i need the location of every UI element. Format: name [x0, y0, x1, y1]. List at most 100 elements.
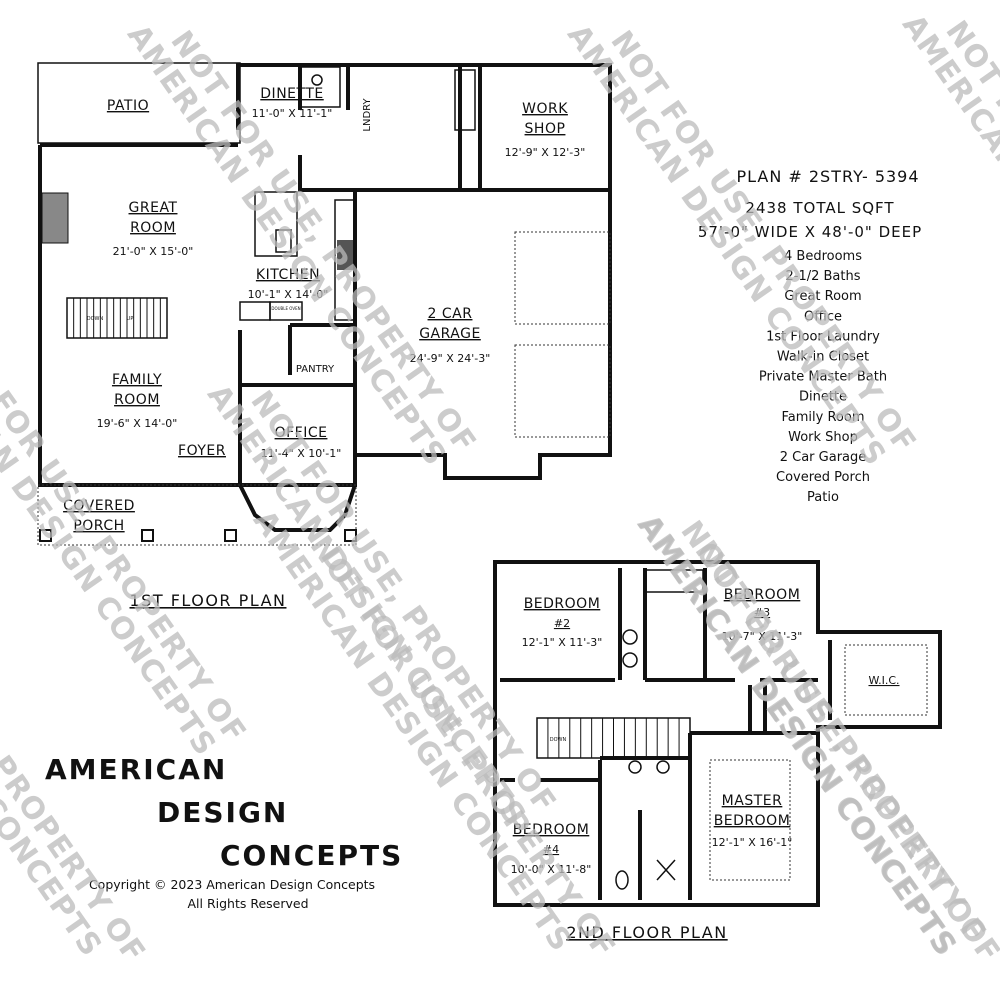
stair-down-label: DOWN	[87, 316, 104, 322]
room-size-garage: 24'-9" X 24'-3"	[410, 352, 491, 365]
feature-item: Great Room	[784, 289, 861, 304]
room-label-dinette: DINETTE	[260, 86, 323, 102]
feature-item: Patio	[807, 490, 839, 505]
plan-number: PLAN # 2STRY- 5394	[736, 167, 919, 186]
svg-text:AMERICAN DESIGN CONCEPTS: AMERICAN DESIGN CONCEPTS	[631, 509, 964, 963]
room-label-covered-porch-2: PORCH	[73, 518, 124, 534]
svg-text:NOT FOR USE, PROPERTY OF: NOT FOR USE, PROPERTY OF	[603, 25, 922, 460]
room-label-workshop-2: SHOP	[525, 121, 566, 137]
room-label-great-room-1: GREAT	[129, 200, 178, 216]
room-label-family-room-1: FAMILY	[112, 372, 162, 388]
brand-line-2: DESIGN	[157, 796, 288, 829]
second-floor-plan-title: 2ND FLOOR PLAN	[566, 923, 727, 942]
toilet-icon	[311, 74, 323, 86]
feature-item: 4 Bedrooms	[784, 249, 862, 264]
plan-dimensions: 57'-0" WIDE X 48'-0" DEEP	[698, 223, 922, 241]
room-label-kitchen: KITCHEN	[256, 267, 320, 283]
kitchen-island	[254, 191, 298, 257]
toilet-icon	[615, 870, 629, 890]
stair-down-label: DOWN	[550, 737, 567, 743]
second-floor-stairs: DOWN	[536, 717, 691, 759]
garage-door-2	[514, 344, 611, 438]
feature-item: Walk-in Closet	[777, 350, 869, 365]
room-label-master-1: MASTER	[722, 793, 783, 809]
room-label-garage-2: GARAGE	[419, 326, 481, 342]
room-size-bedroom-3: 10'-7" X 11'-3"	[722, 630, 803, 643]
porch-column	[224, 529, 237, 542]
total-sqft: 2438 TOTAL SQFT	[745, 199, 894, 217]
brand-line-3: CONCEPTS	[220, 839, 403, 872]
porch-columns	[39, 529, 357, 542]
garage-door-1	[514, 231, 611, 325]
office-bay-window	[238, 484, 357, 532]
room-label-covered-porch-1: COVERED	[63, 498, 135, 514]
sink-icon	[275, 229, 292, 253]
sink-icon	[628, 760, 642, 774]
brand-line-1: AMERICAN	[45, 753, 227, 786]
feature-item: Dinette	[799, 390, 847, 405]
second-floor-plan: DOWN BEDROOM #2 12'-1" X 11'-3" BEDROOM …	[493, 560, 942, 942]
porch-column	[141, 529, 154, 542]
room-number-bedroom-4: #4	[543, 843, 559, 856]
room-label-office: OFFICE	[275, 425, 328, 441]
second-floor-exterior-wall	[493, 560, 942, 907]
sink-icon	[622, 629, 638, 645]
plan-info-block: PLAN # 2STRY- 5394 2438 TOTAL SQFT 57'-0…	[698, 167, 922, 505]
feature-item: Private Master Bath	[759, 370, 887, 385]
double-oven	[269, 301, 303, 321]
room-size-workshop: 12'-9" X 12'-3"	[505, 146, 586, 159]
feature-item: Covered Porch	[776, 470, 870, 485]
first-floor-plan: DOWN UP DOUBLE OVEN PATIO DINETTE 11'-0"…	[37, 62, 612, 610]
sink-icon	[656, 760, 670, 774]
feature-item: Office	[804, 309, 842, 324]
brand-logo: AMERICAN DESIGN CONCEPTS Copyright © 202…	[45, 753, 403, 911]
watermark: NOT FOR USE, PROPERTY OF AMERICAN DESIGN…	[631, 509, 1000, 970]
stair-up-label: UP	[127, 316, 134, 322]
room-label-garage-1: 2 CAR	[428, 306, 473, 322]
feature-item: 2-1/2 Baths	[785, 269, 860, 284]
first-floor-plan-title: 1ST FLOOR PLAN	[130, 591, 287, 610]
room-label-family-room-2: ROOM	[114, 392, 160, 408]
room-size-dinette: 11'-0" X 11'-1"	[252, 107, 333, 120]
room-label-foyer: FOYER	[178, 443, 226, 459]
room-label-bedroom-4: BEDROOM	[513, 822, 590, 838]
porch-column	[39, 529, 52, 542]
watermark: NOT FOR USE, PROPERTY OF AMERICAN DESIGN…	[0, 308, 253, 762]
room-label-wic: W.I.C.	[868, 674, 899, 687]
feature-item: 1st Floor Laundry	[766, 329, 880, 344]
room-size-kitchen: 10'-1" X 14'-0"	[248, 288, 329, 301]
wic-shelving	[844, 644, 928, 716]
room-size-bedroom-2: 12'-1" X 11'-3"	[522, 636, 603, 649]
room-number-bedroom-2: #2	[554, 617, 570, 630]
room-label-patio: PATIO	[107, 98, 149, 114]
room-size-office: 11'-4" X 10'-1"	[261, 447, 342, 460]
rights-text: All Rights Reserved	[187, 896, 308, 911]
room-size-master: 12'-1" X 16'-1"	[712, 836, 793, 849]
first-floor-stairs: DOWN UP	[66, 297, 168, 339]
feature-item: Work Shop	[788, 430, 858, 445]
shower-icon	[656, 859, 676, 881]
wall-oven	[239, 301, 271, 321]
powder-room	[299, 66, 341, 108]
room-number-bedroom-3: #3	[754, 606, 770, 619]
master-bed-outline	[709, 759, 791, 881]
sink-icon	[622, 652, 638, 668]
kitchen-counter	[334, 199, 356, 321]
second-floor-interior-walls	[500, 568, 832, 900]
bathtub	[644, 569, 704, 593]
room-label-workshop-1: WORK	[522, 101, 568, 117]
range-icon	[337, 240, 353, 270]
room-size-family-room: 19'-6" X 14'-0"	[97, 417, 178, 430]
first-floor-exterior-wall	[38, 63, 612, 487]
room-size-great-room: 21'-0" X 15'-0"	[113, 245, 194, 258]
svg-text:NOT FOR USE, PROPERTY OF: NOT FOR USE, PROPERTY OF	[303, 529, 622, 964]
washer-dryer	[454, 69, 476, 131]
feature-item: Family Room	[782, 410, 865, 425]
room-size-bedroom-4: 10'-0" X 11'-8"	[511, 863, 592, 876]
room-label-great-room-2: ROOM	[130, 220, 176, 236]
room-label-pantry: PANTRY	[296, 364, 335, 375]
